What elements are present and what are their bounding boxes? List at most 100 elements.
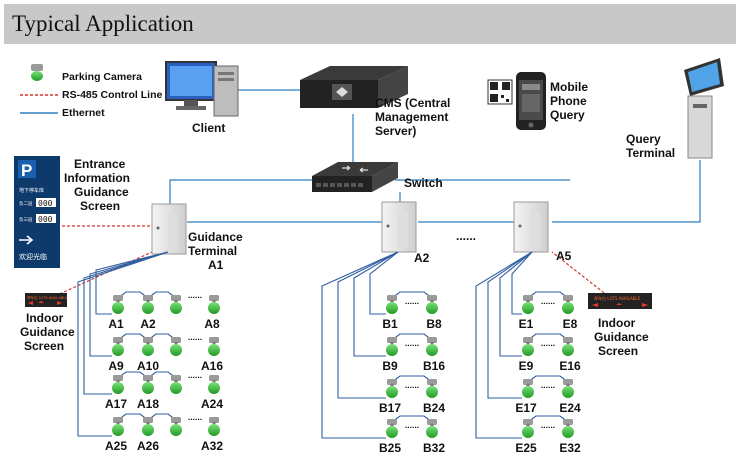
cable-a-row1 xyxy=(89,251,169,357)
camera-label: B17 xyxy=(379,401,401,415)
legend: Parking Camera RS-485 Control Line Ether… xyxy=(20,64,163,119)
parking-camera-icon xyxy=(522,419,534,438)
entrance-label-line2: Information xyxy=(64,171,130,185)
query-terminal-label-line2: Terminal xyxy=(626,146,675,160)
parking-camera-icon xyxy=(112,375,124,394)
camera-ellipsis: ...... xyxy=(405,420,419,430)
parking-camera-icon xyxy=(386,295,398,314)
switch-icon xyxy=(312,162,398,192)
entrance-row3-value: 000 xyxy=(38,215,53,224)
indoor-screen-right-icon: 停车位 LOTS AVAILABLE xyxy=(588,293,652,309)
parking-camera-icon xyxy=(170,375,182,394)
cable-e-link2 xyxy=(527,375,569,383)
camera-label: B9 xyxy=(382,359,398,373)
parking-camera-icon xyxy=(386,419,398,438)
cable-e-link0 xyxy=(527,291,569,299)
indoor-right-label-line1: Indoor xyxy=(598,316,636,330)
indoor-screen-left-icon: 停车位 LOTS AVAILABLE xyxy=(25,293,67,307)
camera-label: B1 xyxy=(382,317,398,331)
parking-camera-icon xyxy=(208,375,220,394)
camera-label: A9 xyxy=(108,359,124,373)
cable-e-row2 xyxy=(487,251,533,399)
camera-ellipsis: ...... xyxy=(188,332,202,342)
parking-camera-icon xyxy=(386,337,398,356)
rs485-indoor-left-a1 xyxy=(54,251,153,297)
mobile-phone-icon xyxy=(516,72,546,130)
entrance-row3-label: 负三层 xyxy=(19,216,33,223)
camera-cables xyxy=(77,251,569,439)
parking-camera-icon xyxy=(426,295,438,314)
cable-b-row2 xyxy=(337,251,399,399)
camera-label: A8 xyxy=(204,317,220,331)
terminal-a1-label-line3: A1 xyxy=(208,258,224,272)
camera-ellipsis: ...... xyxy=(541,338,555,348)
guidance-terminal-a5-icon xyxy=(513,201,549,253)
entrance-row2-value: 000 xyxy=(38,199,53,208)
terminal-ellipsis: ...... xyxy=(456,229,476,243)
camera-ellipsis: ...... xyxy=(188,370,202,380)
indoor-left-label-line1: Indoor xyxy=(26,311,64,325)
cable-b-link1 xyxy=(391,333,433,341)
parking-camera-icon xyxy=(386,379,398,398)
parking-camera-icon xyxy=(562,419,574,438)
parking-camera-icon xyxy=(142,417,154,436)
indoor-right-label-line2: Guidance xyxy=(594,330,649,344)
camera-label: A1 xyxy=(108,317,124,331)
indoor-screen-left-text: 停车位 LOTS AVAILABLE xyxy=(27,295,67,300)
ethernet-a5-query xyxy=(552,160,701,223)
parking-camera-icon xyxy=(208,337,220,356)
indoor-left-label-line3: Screen xyxy=(24,339,64,353)
cable-a-link1-1 xyxy=(117,333,149,341)
camera-ellipsis: ...... xyxy=(405,338,419,348)
camera-label: A26 xyxy=(137,439,159,453)
camera-label: E24 xyxy=(559,401,581,415)
guidance-terminal-a1-icon xyxy=(151,203,187,255)
camera-ellipsis: ...... xyxy=(188,290,202,300)
camera-label: E9 xyxy=(519,359,534,373)
mobile-label-line1: Mobile xyxy=(550,80,588,94)
cable-e-row1 xyxy=(499,251,533,357)
parking-camera-icon xyxy=(142,337,154,356)
indoor-right-label-line3: Screen xyxy=(598,344,638,358)
parking-camera-icon xyxy=(426,337,438,356)
cable-e-row0 xyxy=(511,251,533,315)
cable-a-row2 xyxy=(83,251,169,395)
entrance-label-line4: Screen xyxy=(80,199,120,213)
qr-code-icon xyxy=(487,79,513,105)
cable-a-link2-0 xyxy=(147,291,177,299)
parking-camera-icon xyxy=(170,417,182,436)
entrance-row1: 地下停车库 xyxy=(19,187,44,194)
legend-ethernet-label: Ethernet xyxy=(62,107,105,119)
parking-camera-icon xyxy=(426,419,438,438)
cable-a-row0 xyxy=(95,251,169,315)
page-title: Typical Application xyxy=(12,11,194,36)
parking-camera-icon xyxy=(142,295,154,314)
switch-label: Switch xyxy=(404,176,443,190)
parking-camera-icon xyxy=(112,295,124,314)
cms-label-line3: Server) xyxy=(375,124,416,138)
entrance-screen-icon: P 地下停车库 负二层 000 负三层 000 欢迎光临 xyxy=(14,156,60,268)
parking-camera-icon xyxy=(562,379,574,398)
parking-camera-icon xyxy=(170,295,182,314)
cms-server-icon xyxy=(300,66,408,108)
camera-ellipsis: ...... xyxy=(188,412,202,422)
ethernet-lines xyxy=(169,89,701,223)
query-terminal-icon xyxy=(684,58,724,159)
ethernet-switch-a1 xyxy=(169,179,312,205)
camera-label: A18 xyxy=(137,397,159,411)
camera-label: A17 xyxy=(105,397,127,411)
cable-a-link1-2 xyxy=(117,371,149,379)
cable-e-row3 xyxy=(475,251,533,439)
parking-camera-icon xyxy=(112,337,124,356)
indoor-screen-right-text: 停车位 LOTS AVAILABLE xyxy=(594,295,641,301)
cable-b-row3 xyxy=(321,251,399,439)
entrance-label-line1: Entrance xyxy=(74,157,126,171)
camera-label: A2 xyxy=(140,317,156,331)
cable-a-link1-0 xyxy=(117,291,149,299)
camera-ellipsis: ...... xyxy=(541,296,555,306)
camera-label: E25 xyxy=(515,441,537,455)
camera-ellipsis: ...... xyxy=(541,420,555,430)
camera-label: B24 xyxy=(423,401,445,415)
rs485-indoor-right-a5 xyxy=(551,251,609,297)
